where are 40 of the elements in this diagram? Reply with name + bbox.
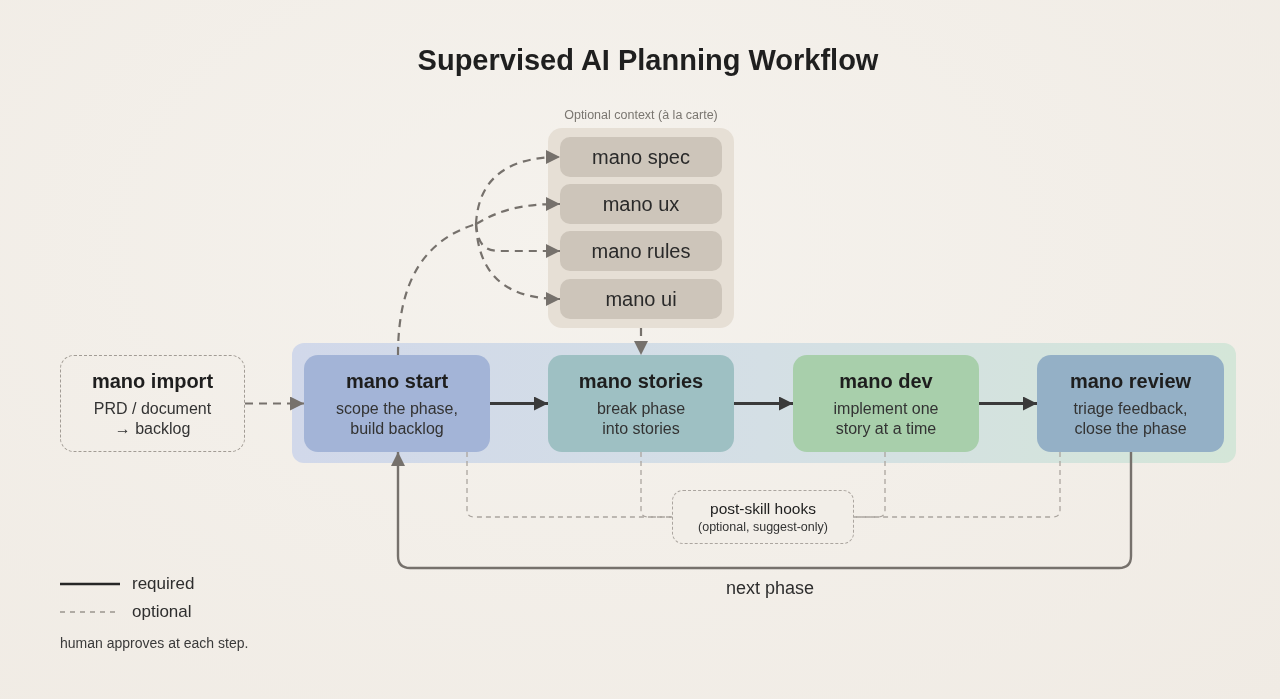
step-description: break phase into stories	[595, 398, 687, 439]
step-card	[548, 355, 734, 452]
step-card	[304, 355, 490, 452]
dashed-arrow	[475, 197, 560, 225]
arrow	[490, 396, 548, 411]
step-description: triage feedback, close the phase	[1072, 398, 1189, 439]
skill-card: mano ux	[560, 184, 722, 224]
step-description: scope the phase, build backlog	[335, 398, 459, 439]
diagram-title: Supervised AI Planning Workflow	[417, 43, 879, 78]
step-title: mano review	[1069, 368, 1192, 393]
arrow	[734, 396, 793, 411]
arrow	[979, 396, 1037, 411]
hooks-title: post-skill hooks	[710, 499, 816, 518]
footnote-text: human approves at each step.	[60, 634, 249, 652]
step-description: implement one story at a time	[832, 398, 940, 439]
hooks-note: (optional, suggest-only)	[698, 519, 828, 535]
dashed-connector	[640, 451, 673, 518]
step-card	[793, 355, 979, 452]
legend-text: optional	[132, 601, 192, 623]
step-title: mano dev	[839, 368, 933, 393]
skill-card: mano ui	[560, 279, 722, 319]
step-title: mano start	[345, 368, 449, 393]
dashed-arrow	[634, 328, 648, 355]
legend-text: required	[132, 573, 195, 595]
skill-card: mano spec	[560, 137, 722, 177]
dashed-arrow	[245, 396, 304, 411]
hooks-card	[672, 490, 854, 544]
dashed-arrow	[474, 223, 561, 306]
optional-step-card	[60, 355, 245, 452]
dashed-connector	[853, 451, 886, 518]
dashed-connector	[853, 451, 1061, 518]
step-card	[1037, 355, 1224, 452]
group-heading: Optional context (à la carte)	[564, 108, 718, 122]
step-description: PRD / document → backlog	[92, 398, 213, 439]
step-title: mano import	[91, 368, 214, 393]
dashed-arrow	[474, 150, 561, 225]
step-title: mano stories	[578, 368, 704, 393]
phase-band	[292, 343, 1236, 463]
skill-card: mano rules	[560, 231, 722, 271]
arrow	[391, 452, 1133, 570]
